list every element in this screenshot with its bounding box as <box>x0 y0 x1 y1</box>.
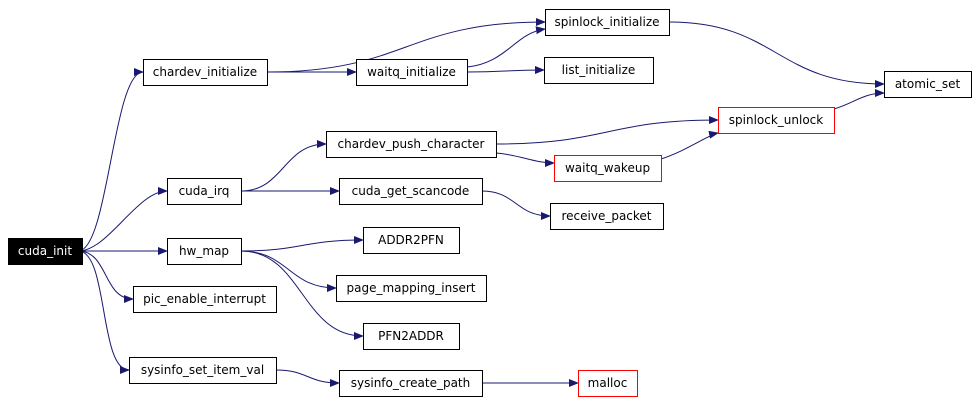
node-box <box>339 178 483 205</box>
edge-cuda_irq-to-chardev_push_character <box>240 140 327 192</box>
edge-chardev_push_character-to-waitq_wakeup <box>495 152 555 167</box>
node-cuda_init[interactable]: cuda_init <box>8 238 83 265</box>
edge-cuda_get_scancode-to-receive_packet <box>481 190 551 220</box>
edge-hw_map-to-PFN2ADDR <box>240 250 364 340</box>
node-box <box>544 57 654 84</box>
node-label: waitq_wakeup <box>565 161 650 175</box>
node-receive_packet[interactable]: receive_packet <box>550 203 664 230</box>
node-box <box>8 238 83 265</box>
edge-chardev_push_character-to-spinlock_unlock <box>495 116 719 145</box>
node-label: spinlock_unlock <box>729 113 824 127</box>
node-box <box>133 286 277 313</box>
edge-hw_map-to-page_mapping_insert <box>240 250 337 292</box>
node-label: malloc <box>588 376 628 390</box>
nodes-layer: cuda_init chardev_initialize cuda_irq hw_ma… <box>8 9 972 397</box>
node-label: PFN2ADDR <box>378 329 444 343</box>
node-label: pic_enable_interrupt <box>143 292 266 306</box>
node-box <box>356 59 468 86</box>
node-sysinfo_set_item_val[interactable]: sysinfo_set_item_val <box>129 357 277 384</box>
node-box <box>554 155 662 182</box>
node-label: page_mapping_insert <box>346 281 475 295</box>
node-spinlock_unlock[interactable]: spinlock_unlock <box>718 107 835 134</box>
node-label: sysinfo_set_item_val <box>141 363 264 377</box>
node-label: receive_packet <box>561 209 651 223</box>
node-box <box>718 107 835 134</box>
node-label: sysinfo_create_path <box>351 376 470 390</box>
node-atomic_set[interactable]: atomic_set <box>884 71 972 98</box>
node-chardev_initialize[interactable]: chardev_initialize <box>143 59 268 86</box>
edge-waitq_wakeup-to-spinlock_unlock <box>660 130 719 160</box>
node-box <box>339 370 483 397</box>
node-box <box>326 131 497 158</box>
edge-cuda_init-to-cuda_irq <box>78 187 168 252</box>
node-label: ADDR2PFN <box>378 233 444 247</box>
node-label: list_initialize <box>562 63 636 77</box>
edge-sysinfo_set_item_val-to-sysinfo_create_path <box>275 369 340 387</box>
edge-hw_map-to-ADDR2PFN <box>240 236 364 252</box>
node-waitq_initialize[interactable]: waitq_initialize <box>356 59 468 86</box>
node-cuda_get_scancode[interactable]: cuda_get_scancode <box>339 178 483 205</box>
node-box <box>363 227 460 254</box>
node-page_mapping_insert[interactable]: page_mapping_insert <box>336 275 487 302</box>
node-box <box>550 203 664 230</box>
edge-cuda_init-to-sysinfo_set_item_val <box>78 250 130 374</box>
node-box <box>167 178 242 205</box>
node-label: cuda_get_scancode <box>352 184 470 198</box>
node-sysinfo_create_path[interactable]: sysinfo_create_path <box>339 370 483 397</box>
node-label: waitq_initialize <box>367 65 456 79</box>
node-label: cuda_irq <box>179 184 230 198</box>
node-waitq_wakeup[interactable]: waitq_wakeup <box>554 155 662 182</box>
edges-layer <box>78 18 885 387</box>
node-label: chardev_initialize <box>153 65 257 79</box>
node-chardev_push_character[interactable]: chardev_push_character <box>326 131 497 158</box>
node-label: cuda_init <box>18 244 72 258</box>
edge-waitq_initialize-to-list_initialize <box>466 66 545 75</box>
node-label: atomic_set <box>895 77 961 91</box>
node-list_initialize[interactable]: list_initialize <box>544 57 654 84</box>
node-label: chardev_push_character <box>338 137 485 151</box>
node-box <box>167 238 242 265</box>
node-box <box>336 275 487 302</box>
edge-cuda_init-to-pic_enable_interrupt <box>78 250 134 303</box>
node-label: spinlock_initialize <box>554 15 659 29</box>
node-spinlock_initialize[interactable]: spinlock_initialize <box>545 9 670 36</box>
node-box <box>129 357 277 384</box>
node-pic_enable_interrupt[interactable]: pic_enable_interrupt <box>133 286 277 313</box>
edge-waitq_initialize-to-spinlock_initialize <box>466 26 546 68</box>
node-PFN2ADDR[interactable]: PFN2ADDR <box>363 323 460 350</box>
edge-chardev_initialize-to-spinlock_initialize <box>266 18 546 73</box>
node-box <box>884 71 972 98</box>
node-malloc[interactable]: malloc <box>578 370 638 397</box>
edge-spinlock_unlock-to-atomic_set <box>833 89 885 110</box>
node-box <box>578 370 638 397</box>
node-box <box>143 59 268 86</box>
node-box <box>545 9 670 36</box>
node-cuda_irq[interactable]: cuda_irq <box>167 178 242 205</box>
edge-cuda_init-to-chardev_initialize <box>78 68 144 252</box>
node-ADDR2PFN[interactable]: ADDR2PFN <box>363 227 460 254</box>
node-label: hw_map <box>179 244 229 258</box>
edge-spinlock_initialize-to-atomic_set <box>668 21 885 88</box>
node-hw_map[interactable]: hw_map <box>167 238 242 265</box>
node-box <box>363 323 460 350</box>
